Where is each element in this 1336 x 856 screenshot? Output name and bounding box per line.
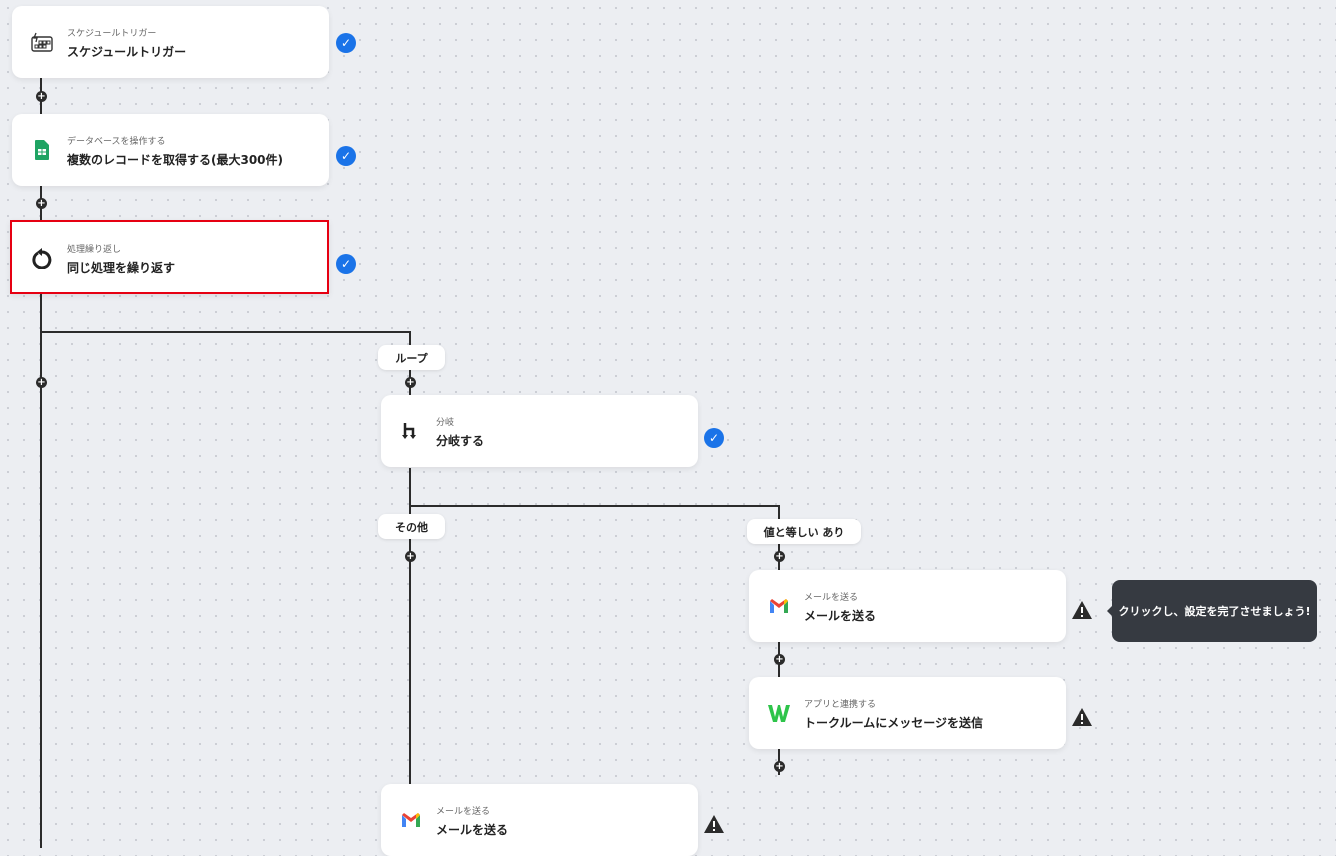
node-subtitle: 分岐 bbox=[436, 418, 455, 428]
node-branch[interactable]: 分岐 分岐する bbox=[381, 395, 698, 467]
add-step-button[interactable]: + bbox=[405, 377, 416, 388]
node-send-message[interactable]: アプリと連携する トークルームにメッセージを送信 bbox=[749, 677, 1066, 749]
connector-line bbox=[40, 78, 42, 848]
schedule-trigger-icon bbox=[30, 30, 54, 54]
node-subtitle: アプリと連携する bbox=[804, 700, 877, 710]
check-icon: ✓ bbox=[704, 428, 724, 448]
node-schedule-trigger[interactable]: スケジュールトリガー スケジュールトリガー bbox=[12, 6, 329, 78]
connector-line bbox=[409, 505, 780, 507]
gmail-icon bbox=[399, 808, 423, 832]
check-icon: ✓ bbox=[336, 254, 356, 274]
node-title: 同じ処理を繰り返す bbox=[67, 261, 176, 275]
google-sheets-icon bbox=[30, 138, 54, 162]
add-step-button[interactable]: + bbox=[36, 91, 47, 102]
connector-line bbox=[40, 331, 411, 333]
node-loop[interactable]: 処理繰り返し 同じ処理を繰り返す bbox=[10, 220, 329, 294]
node-title: トークルームにメッセージを送信 bbox=[804, 716, 984, 730]
branch-label-equals: 値と等しい あり bbox=[747, 519, 861, 544]
node-subtitle: スケジュールトリガー bbox=[67, 29, 157, 39]
app-w-icon bbox=[767, 701, 791, 725]
node-send-mail[interactable]: メールを送る メールを送る bbox=[749, 570, 1066, 642]
add-step-button[interactable]: + bbox=[36, 198, 47, 209]
warning-icon bbox=[1072, 601, 1092, 619]
node-send-mail-other[interactable]: メールを送る メールを送る bbox=[381, 784, 698, 856]
node-title: スケジュールトリガー bbox=[67, 45, 187, 59]
warning-icon bbox=[704, 815, 724, 833]
add-step-button[interactable]: + bbox=[774, 551, 785, 562]
node-subtitle: メールを送る bbox=[436, 807, 491, 817]
check-icon: ✓ bbox=[336, 33, 356, 53]
branch-icon bbox=[399, 419, 423, 443]
setup-tooltip: クリックし、設定を完了させましょう! bbox=[1107, 580, 1317, 642]
connector-line bbox=[409, 468, 411, 784]
node-title: メールを送る bbox=[436, 823, 509, 837]
node-subtitle: 処理繰り返し bbox=[67, 245, 122, 255]
node-title: メールを送る bbox=[804, 609, 877, 623]
node-title: 分岐する bbox=[436, 434, 485, 448]
check-icon: ✓ bbox=[336, 146, 356, 166]
node-title: 複数のレコードを取得する(最大300件) bbox=[67, 153, 284, 167]
gmail-icon bbox=[767, 594, 791, 618]
warning-icon bbox=[1072, 708, 1092, 726]
node-subtitle: メールを送る bbox=[804, 593, 859, 603]
branch-label-other: その他 bbox=[378, 514, 445, 539]
loop-label: ループ bbox=[378, 345, 445, 370]
loop-icon bbox=[30, 246, 54, 270]
add-step-button[interactable]: + bbox=[774, 654, 785, 665]
node-subtitle: データベースを操作する bbox=[67, 137, 166, 147]
add-step-button[interactable]: + bbox=[405, 551, 416, 562]
node-get-records[interactable]: データベースを操作する 複数のレコードを取得する(最大300件) bbox=[12, 114, 329, 186]
add-step-button[interactable]: + bbox=[36, 377, 47, 388]
add-step-button[interactable]: + bbox=[774, 761, 785, 772]
